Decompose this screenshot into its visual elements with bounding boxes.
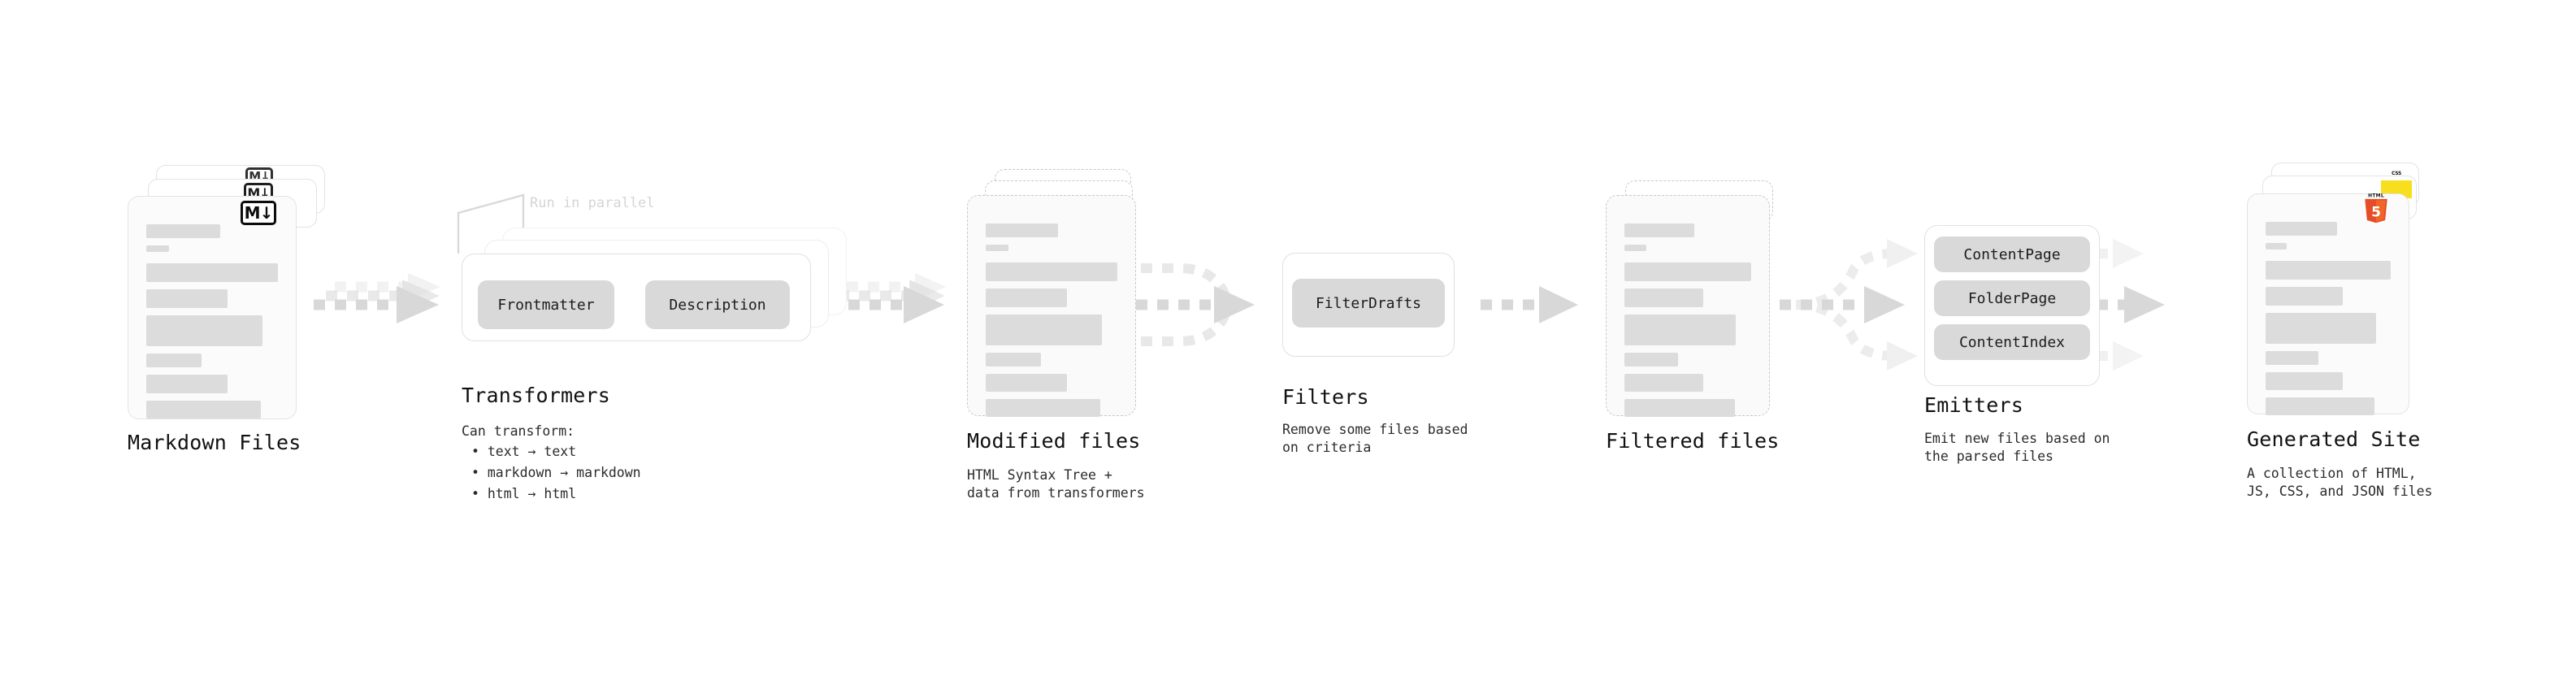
skeleton-line	[1624, 262, 1751, 281]
skeleton-line	[1624, 374, 1703, 392]
skeleton-line	[2266, 287, 2344, 306]
transformers-bullet-1: • text → text	[471, 444, 577, 459]
chip-label-filterdrafts: FilterDrafts	[1315, 294, 1422, 312]
skeleton-line	[146, 401, 261, 419]
modified-card-front	[967, 195, 1136, 417]
arrow-modified-to-filters	[1136, 263, 1255, 346]
arrow-filters-to-filtered	[1481, 286, 1578, 323]
skeleton-line	[2266, 397, 2374, 415]
chip-label-contentpage: ContentPage	[1963, 245, 2061, 263]
skeleton-line	[146, 224, 220, 238]
skeleton-line	[146, 375, 228, 393]
modified-files-caption: HTML Syntax Tree + data from transformer…	[967, 467, 1145, 501]
skeleton-line	[1624, 314, 1737, 345]
skeleton-line	[146, 354, 202, 367]
skeleton-line	[986, 288, 1068, 307]
markdown-icon-letter: M	[244, 203, 261, 223]
markdown-card-front	[128, 196, 297, 419]
modified-card-lines	[986, 223, 1117, 424]
emitter-chip-contentindex[interactable]: ContentIndex	[1934, 324, 2090, 360]
chip-label-contentindex: ContentIndex	[1958, 333, 2066, 351]
skeleton-line	[146, 289, 228, 308]
skeleton-line	[2266, 313, 2376, 344]
stage-title-transformers: Transformers	[462, 384, 611, 407]
arrow-filtered-to-emitters	[1780, 239, 1918, 371]
skeleton-line	[986, 262, 1117, 281]
skeleton-line	[986, 399, 1100, 417]
skeleton-line	[986, 314, 1102, 345]
skeleton-line	[1624, 353, 1678, 367]
skeleton-line	[986, 245, 1008, 251]
site-card-front	[2247, 193, 2409, 415]
transformers-caption: Can transform:	[462, 423, 575, 439]
skeleton-line	[146, 263, 278, 282]
transformers-bullet-2: • markdown → markdown	[471, 465, 641, 480]
svg-text:5: 5	[2371, 204, 2381, 220]
stage-title-markdown-files: Markdown Files	[128, 431, 301, 454]
chip-label-description: Description	[669, 296, 766, 314]
skeleton-line	[1624, 399, 1735, 417]
transformer-chip-frontmatter[interactable]: Frontmatter	[478, 280, 614, 329]
markdown-card-lines	[146, 224, 278, 426]
skeleton-line	[1624, 288, 1703, 307]
skeleton-line	[1624, 245, 1646, 251]
filters-caption: Remove some files based on criteria	[1282, 422, 1468, 455]
markdown-icon-arrow: ↓	[259, 203, 274, 223]
skeleton-line	[2266, 222, 2337, 236]
stage-title-generated-site: Generated Site	[2247, 427, 2421, 451]
transformer-chip-description[interactable]: Description	[645, 280, 790, 329]
emitters-caption: Emit new files based on the parsed files	[1924, 431, 2110, 464]
run-in-parallel-label: Run in parallel	[530, 195, 655, 211]
stage-title-modified-files: Modified files	[967, 429, 1141, 453]
generated-site-caption: A collection of HTML, JS, CSS, and JSON …	[2247, 466, 2433, 499]
skeleton-line	[1624, 223, 1694, 237]
markdown-icon: M↓	[241, 201, 276, 225]
filtered-card-lines	[1624, 223, 1751, 424]
skeleton-line	[2266, 351, 2318, 365]
skeleton-line	[2266, 261, 2391, 280]
skeleton-line	[146, 315, 262, 346]
filter-chip-filterdrafts[interactable]: FilterDrafts	[1292, 279, 1445, 327]
html5-icon: HTML 5	[2365, 193, 2387, 223]
transformers-bullet-3: • html → html	[471, 486, 577, 501]
stage-title-emitters: Emitters	[1924, 393, 2024, 417]
svg-text:HTML: HTML	[2368, 193, 2384, 198]
css3-icon-label: CSS	[2392, 171, 2401, 176]
skeleton-line	[146, 245, 169, 252]
arrow-markdown-to-transformers	[314, 273, 440, 323]
skeleton-line	[2266, 243, 2288, 249]
stage-title-filtered-files: Filtered files	[1606, 429, 1780, 453]
skeleton-line	[986, 353, 1042, 367]
skeleton-line	[2266, 372, 2344, 390]
skeleton-line	[986, 223, 1059, 237]
chip-label-folderpage: FolderPage	[1967, 289, 2057, 307]
emitter-chip-folderpage[interactable]: FolderPage	[1934, 280, 2090, 316]
stage-title-filters: Filters	[1282, 385, 1369, 409]
skeleton-line	[986, 374, 1068, 392]
chip-label-frontmatter: Frontmatter	[497, 296, 595, 314]
filtered-card-front	[1606, 195, 1770, 417]
emitter-chip-contentpage[interactable]: ContentPage	[1934, 236, 2090, 272]
site-card-lines	[2266, 222, 2391, 423]
